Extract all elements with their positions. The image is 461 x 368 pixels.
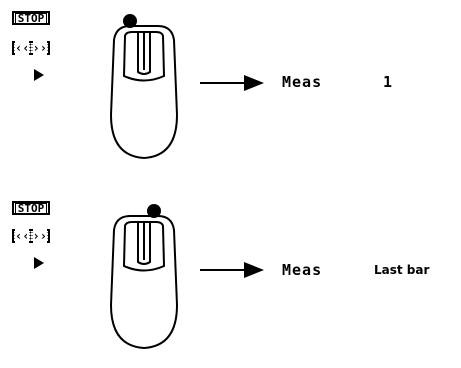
top-panel: STOP ‹‹ ›› Meas 1 [0, 0, 461, 178]
meas-label: Meas [282, 261, 323, 279]
stop-button[interactable]: STOP [12, 11, 50, 25]
mouse-buttons [122, 31, 166, 82]
play-icon[interactable] [34, 69, 44, 81]
position-button[interactable]: ‹‹ ›› [12, 229, 50, 243]
meas-label: Meas [282, 73, 323, 91]
mouse-buttons [122, 221, 166, 272]
mouse-icon [109, 204, 179, 350]
stop-button-label: STOP [14, 203, 48, 214]
mouse-icon [109, 14, 179, 160]
meas-value: 1 [383, 73, 393, 91]
play-icon[interactable] [34, 257, 44, 269]
stop-button-label: STOP [14, 13, 48, 24]
forward-icon: ›› [32, 229, 47, 243]
rewind-icon: ‹‹ [15, 229, 30, 243]
stop-button[interactable]: STOP [12, 201, 50, 215]
click-dot-icon [147, 204, 161, 218]
click-dot-icon [123, 14, 137, 28]
meas-value: Last bar [374, 263, 430, 277]
right-arrow-icon [200, 75, 264, 91]
mouse-body [109, 215, 179, 350]
rewind-icon: ‹‹ [15, 41, 30, 55]
forward-icon: ›› [32, 41, 47, 55]
right-arrow-icon [200, 262, 264, 278]
bottom-panel: STOP ‹‹ ›› Meas Last bar [0, 190, 461, 368]
mouse-body [109, 25, 179, 160]
position-button[interactable]: ‹‹ ›› [12, 41, 50, 55]
